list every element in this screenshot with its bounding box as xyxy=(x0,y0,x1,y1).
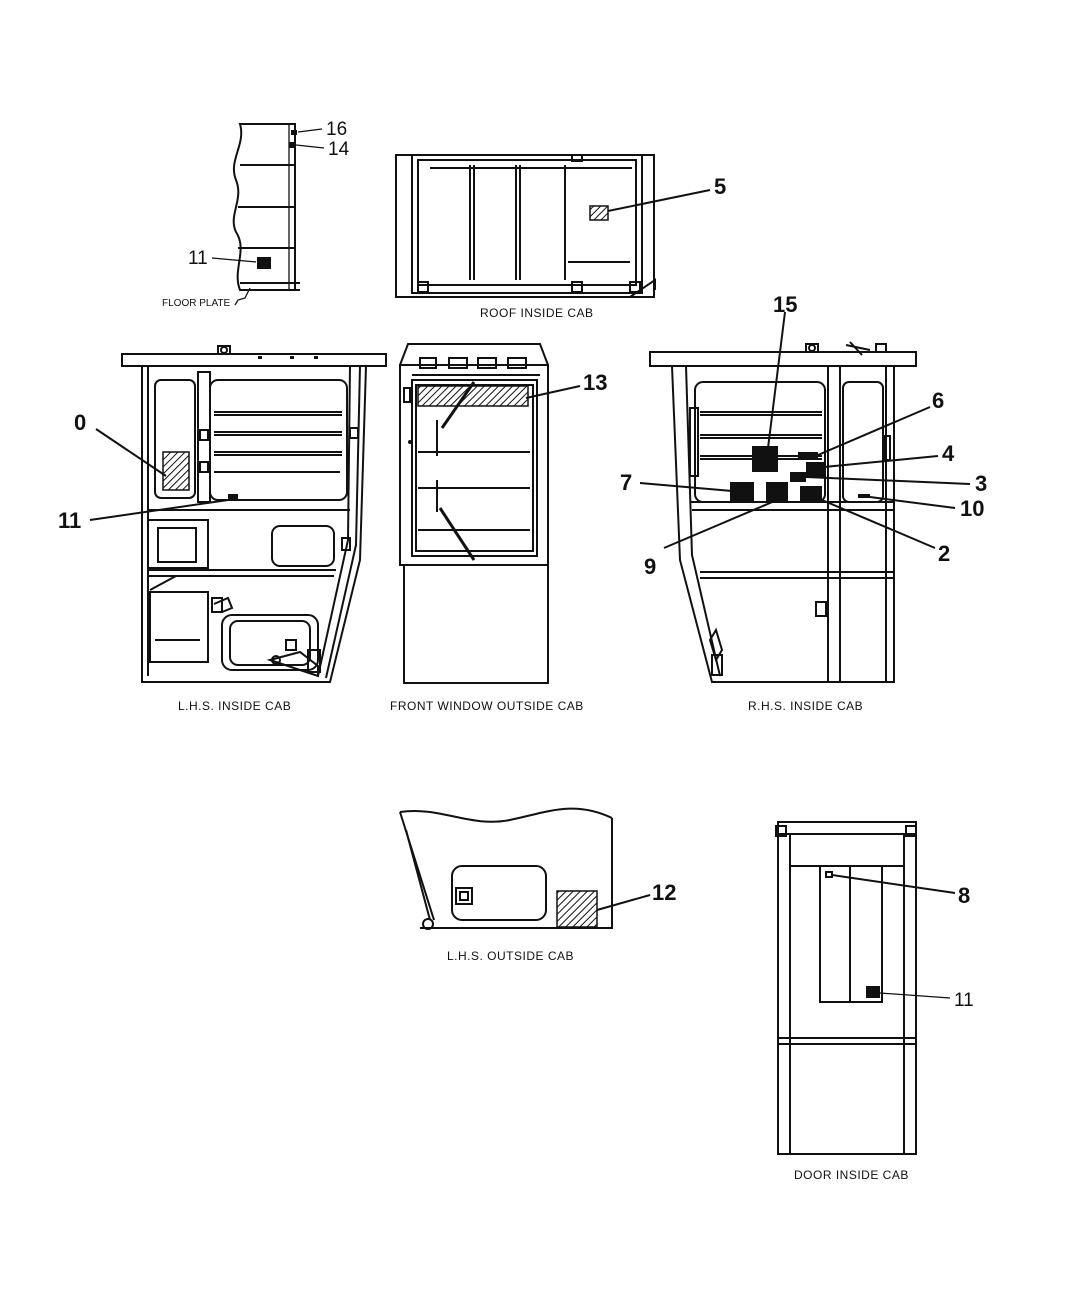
decal-10-marker xyxy=(858,494,870,498)
caption-rhs-inside-cab: R.H.S. INSIDE CAB xyxy=(748,699,863,713)
caption-door-inside-cab: DOOR INSIDE CAB xyxy=(794,1168,909,1182)
front-window-outside-cab-view: 13 FRONT WINDOW OUTSIDE CAB xyxy=(390,343,607,713)
callout-4: 4 xyxy=(942,441,955,466)
decal-15-marker xyxy=(752,446,778,472)
caption-lhs-outside-cab: L.H.S. OUTSIDE CAB xyxy=(447,949,574,963)
callout-16: 16 xyxy=(326,119,347,140)
lhs-outside-cab-view: 12 L.H.S. OUTSIDE CAB xyxy=(399,807,676,963)
callout-14: 14 xyxy=(328,139,350,160)
decal-3-marker xyxy=(790,472,806,482)
decal-2-marker xyxy=(800,486,822,502)
roof-inside-cab-view: 5 ROOF INSIDE CAB xyxy=(395,154,726,320)
lhs-inside-cab-view: 0 11 L.H.S. INSIDE CAB xyxy=(58,345,387,713)
decal-9-marker xyxy=(766,482,788,502)
door-inside-cab-view: 8 11 DOOR INSIDE CAB xyxy=(775,821,974,1182)
decal-5-marker xyxy=(589,205,609,221)
decal-7-marker xyxy=(730,482,754,502)
decal-11-lhs-marker xyxy=(228,494,238,500)
callout-6: 6 xyxy=(932,388,944,413)
callout-3: 3 xyxy=(975,471,987,496)
callout-7: 7 xyxy=(620,470,632,495)
callout-11-floor: 11 xyxy=(188,248,208,269)
decal-8-marker xyxy=(825,871,833,878)
callout-11-lhs: 11 xyxy=(58,508,81,533)
decal-14-marker xyxy=(289,142,295,148)
caption-roof-inside-cab: ROOF INSIDE CAB xyxy=(480,306,594,320)
callout-9: 9 xyxy=(644,554,656,579)
callout-15: 15 xyxy=(773,292,797,317)
callout-8: 8 xyxy=(958,883,970,908)
floor-plate-view: 16 14 11 FLOOR PLATE xyxy=(162,119,350,309)
caption-floor-plate: FLOOR PLATE xyxy=(162,298,230,309)
decal-0-marker xyxy=(162,451,190,491)
callout-0: 0 xyxy=(74,410,86,435)
decal-6-marker xyxy=(798,452,818,458)
decal-11-door-marker xyxy=(866,986,880,998)
caption-front-window-outside-cab: FRONT WINDOW OUTSIDE CAB xyxy=(390,699,584,713)
callout-10: 10 xyxy=(960,496,984,521)
caption-lhs-inside-cab: L.H.S. INSIDE CAB xyxy=(178,699,291,713)
decal-16-marker xyxy=(291,130,297,135)
decal-13-marker xyxy=(417,385,529,407)
callout-5: 5 xyxy=(714,174,726,199)
callout-13: 13 xyxy=(583,370,607,395)
decal-11-floor-marker xyxy=(257,257,271,269)
callout-2: 2 xyxy=(938,541,950,566)
decal-12-marker xyxy=(556,890,598,928)
callout-12: 12 xyxy=(652,880,676,905)
callout-11-door: 11 xyxy=(954,990,974,1011)
rhs-inside-cab-view: 15 6 4 3 10 2 7 9 R.H.S. INSIDE CAB xyxy=(620,292,987,713)
decal-4-marker xyxy=(806,462,824,478)
